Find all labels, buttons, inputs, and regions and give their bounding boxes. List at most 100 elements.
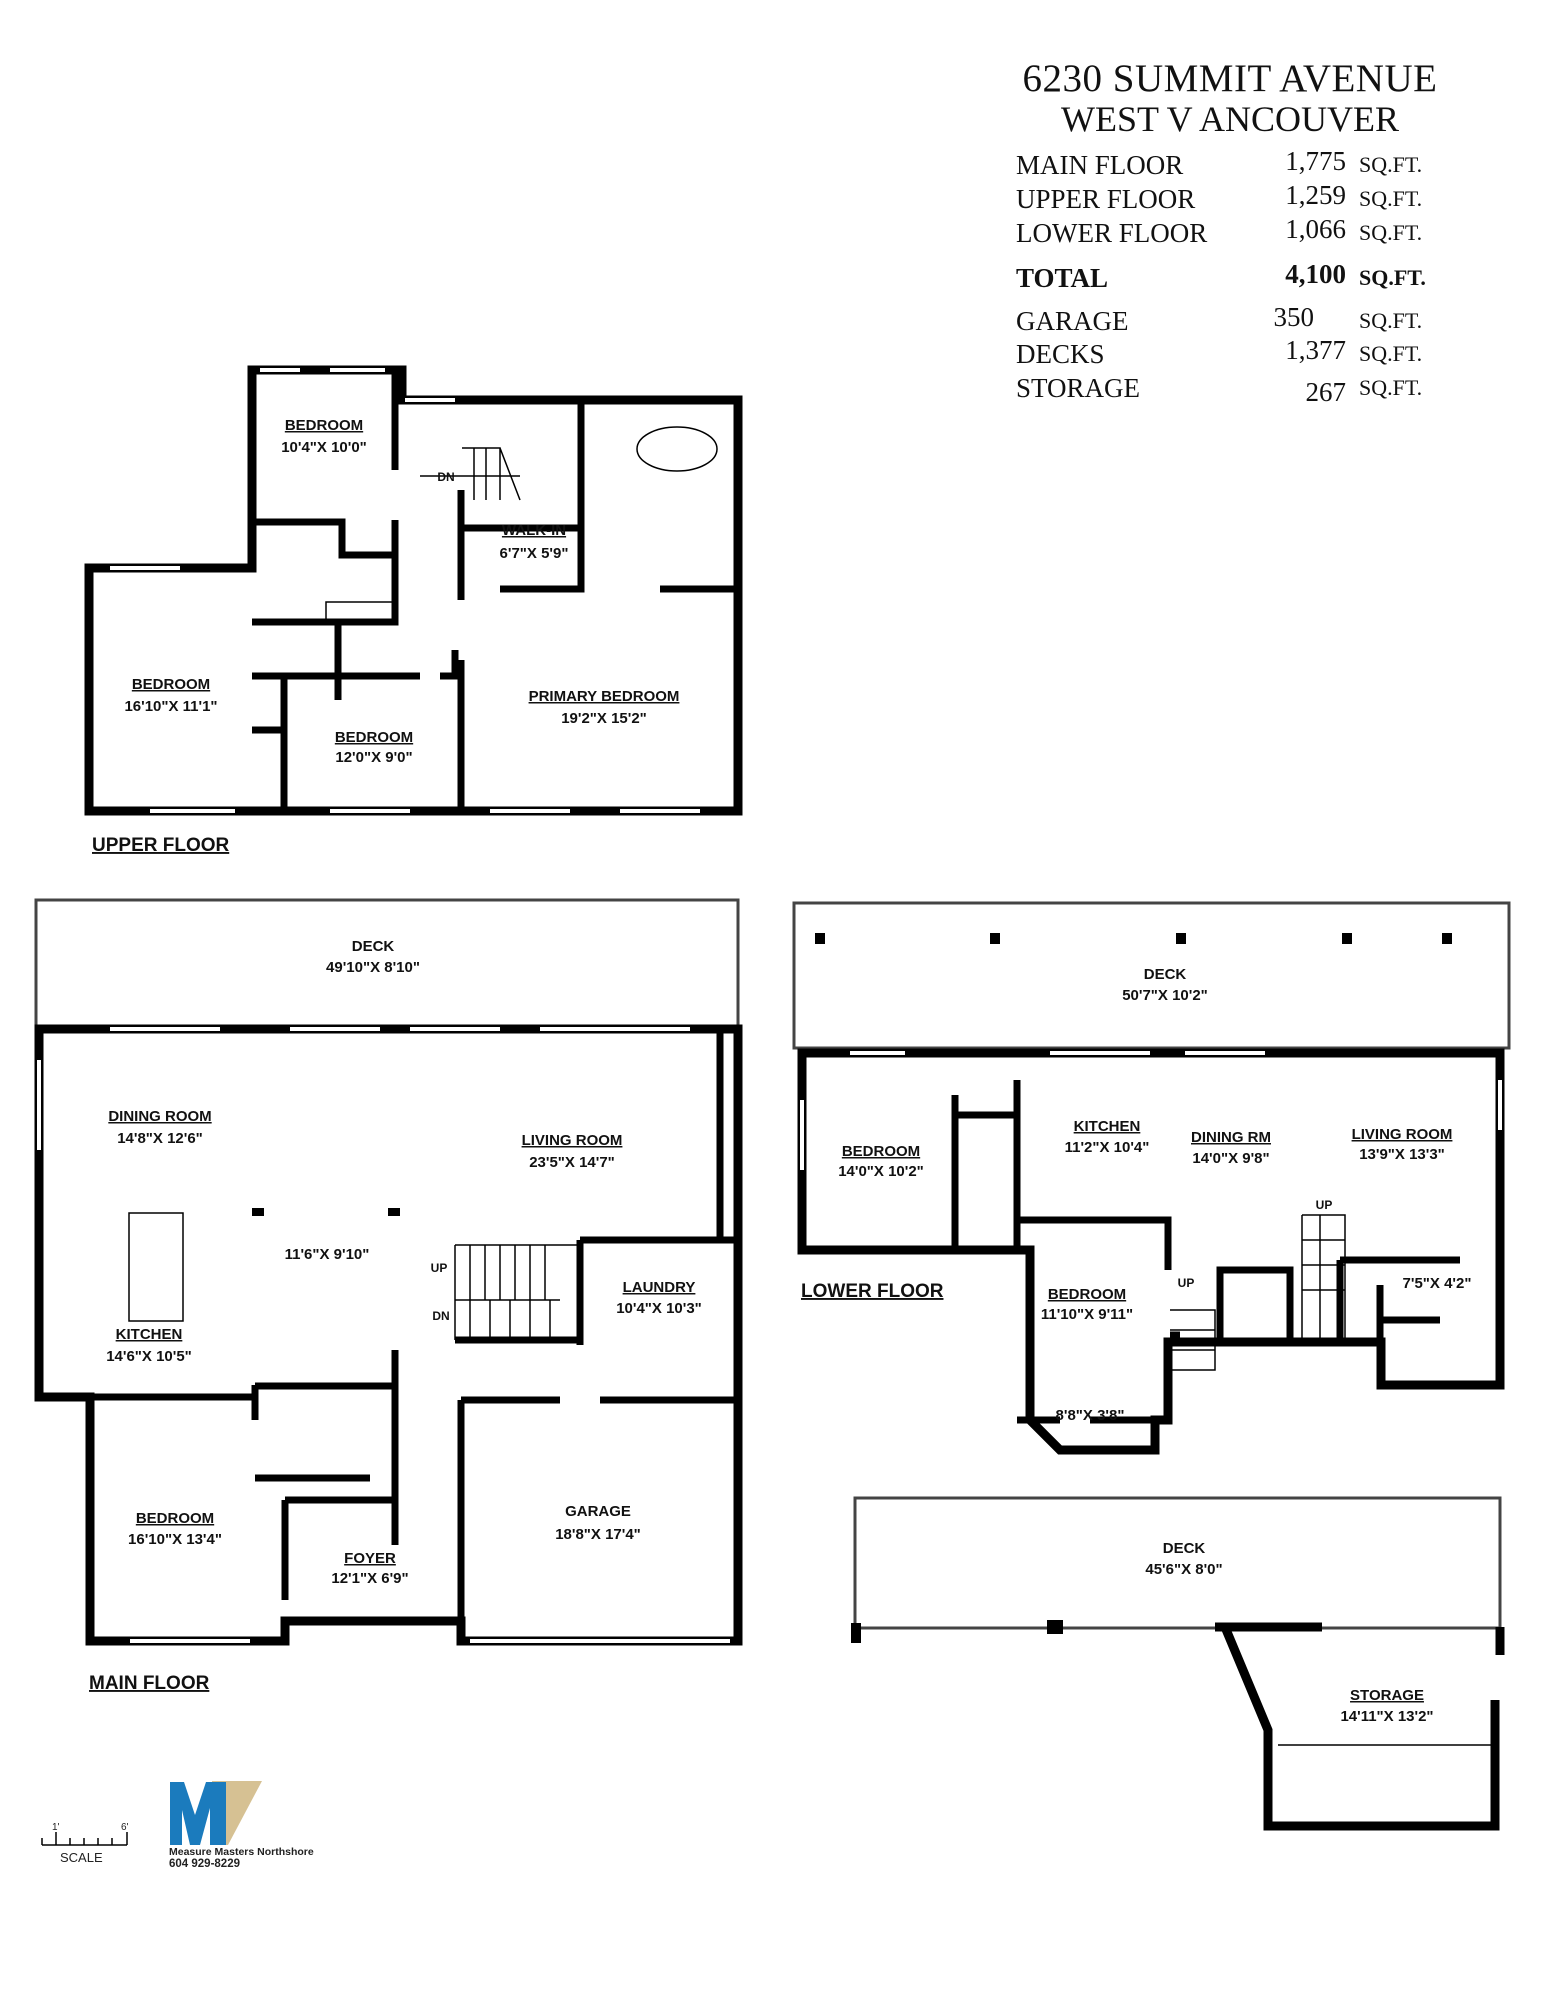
area-unit: SQ.FT. (1359, 341, 1423, 366)
room-name: BEDROOM (1048, 1286, 1126, 1303)
room-dims: 11'6"X 9'10" (285, 1246, 370, 1263)
deck-post (1047, 1620, 1063, 1634)
room-name: WALK-IN (502, 522, 566, 539)
room-name: GARAGE (565, 1503, 631, 1520)
room-dims: 16'10"X 13'4" (128, 1531, 222, 1548)
area-value: 267 (1305, 377, 1347, 407)
deck-post (1442, 933, 1452, 944)
deck-post (1176, 933, 1186, 944)
lower-stairs (1170, 1214, 1346, 1371)
room-dims: 12'1"X 6'9" (331, 1570, 408, 1587)
logo-phone: 604 929-8229 (169, 1858, 240, 1870)
room-dims: 11'2"X 10'4" (1065, 1139, 1150, 1156)
room-name: STORAGE (1350, 1687, 1424, 1704)
room-dims: 8'8"X 3'8" (1056, 1407, 1125, 1424)
area-value: 1,775 (1285, 146, 1346, 176)
room-name: FOYER (344, 1550, 396, 1567)
main-floor-plan: DECK 49'10"X 8'10" DINING ROOM 14'8"X 12… (34, 898, 743, 1694)
room-dims: 16'10"X 11'1" (124, 698, 217, 715)
area-value: 4,100 (1285, 259, 1346, 289)
logo-company: Measure Masters Northshore (169, 1846, 314, 1858)
measure-masters-logo: Measure Masters Northshore 604 929-8229 (169, 1781, 314, 1870)
room-dims: 12'0"X 9'0" (335, 749, 412, 766)
lower-deck-2 (853, 1496, 1502, 1630)
room-name: KITCHEN (1074, 1118, 1141, 1135)
area-row-main: MAIN FLOOR 1,775 SQ.FT. (1016, 146, 1426, 184)
area-label: STORAGE (1016, 373, 1141, 403)
scale-label: SCALE (60, 1850, 103, 1865)
room-name: DECK (1144, 966, 1187, 983)
stair-down-label: DN (437, 470, 454, 484)
room-dims: 14'0"X 10'2" (838, 1163, 924, 1180)
room-name: LIVING ROOM (522, 1132, 623, 1149)
room-dims: 14'0"X 9'8" (1192, 1150, 1269, 1167)
lower-floor-label: LOWER FLOOR (801, 1281, 944, 1302)
area-unit: SQ.FT. (1359, 186, 1423, 211)
room-dims: 6'7"X 5'9" (500, 545, 569, 562)
area-label: TOTAL (1016, 263, 1109, 293)
column (388, 1208, 400, 1216)
upper-exterior-wall (84, 365, 743, 816)
stair-down-label: DN (432, 1309, 449, 1323)
room-name: DINING RM (1191, 1129, 1271, 1146)
upper-interior-walls (252, 370, 738, 811)
room-name: BEDROOM (132, 676, 210, 693)
lower-floor-plan: DECK 50'7"X 10'2" BEDROOM 14'0"X 10'2" K… (792, 901, 1511, 1831)
room-dims: 50'7"X 10'2" (1122, 987, 1208, 1004)
stair-up-label: UP (1178, 1276, 1195, 1290)
stair-up-label: UP (1316, 1198, 1333, 1212)
area-value: 1,259 (1285, 180, 1346, 210)
lower-interior-walls (951, 1080, 1460, 1424)
area-label: UPPER FLOOR (1016, 184, 1196, 214)
room-dims: 10'4"X 10'3" (616, 1300, 702, 1317)
stair-up-label: UP (431, 1261, 448, 1275)
upper-stairs (420, 447, 521, 501)
scale-ruler (41, 1832, 128, 1846)
room-name: KITCHEN (116, 1326, 183, 1343)
room-name: BEDROOM (335, 729, 413, 746)
deck-post (1342, 933, 1352, 944)
area-label: LOWER FLOOR (1016, 218, 1208, 248)
main-stairs (454, 1244, 580, 1340)
area-label: GARAGE (1016, 306, 1129, 336)
area-label: DECKS (1016, 339, 1105, 369)
room-dims: 11'10"X 9'11" (1041, 1306, 1133, 1323)
area-unit: SQ.FT. (1359, 375, 1423, 400)
deck-post (851, 1623, 861, 1643)
tub (325, 601, 395, 623)
scale-bar: 1' 6' SCALE (41, 1822, 129, 1865)
area-value: 1,066 (1285, 214, 1346, 244)
area-unit: SQ.FT. (1359, 308, 1423, 333)
area-label: MAIN FLOOR (1016, 150, 1184, 180)
column (252, 1208, 264, 1216)
bathtub (636, 426, 718, 472)
kitchen-island (128, 1212, 184, 1322)
upper-floor-label: UPPER FLOOR (92, 835, 230, 856)
room-dims: 19'2"X 15'2" (561, 710, 647, 727)
room-dims: 10'4"X 10'0" (281, 439, 367, 456)
room-dims: 45'6"X 8'0" (1145, 1561, 1222, 1578)
room-dims: 18'8"X 17'4" (555, 1526, 641, 1543)
area-row-storage: STORAGE 267 SQ.FT. (1016, 373, 1426, 407)
area-unit: SQ.FT. (1359, 265, 1426, 290)
scale-start: 1' (52, 1822, 60, 1833)
deck-post (990, 933, 1000, 944)
logo-m-shape (170, 1782, 226, 1845)
area-value: 350 (1273, 302, 1315, 332)
room-name: PRIMARY BEDROOM (529, 688, 680, 705)
room-dims: 23'5"X 14'7" (529, 1154, 615, 1171)
room-dims: 13'9"X 13'3" (1359, 1146, 1445, 1163)
area-row-upper: UPPER FLOOR 1,259 SQ.FT. (1016, 180, 1426, 218)
room-name: BEDROOM (136, 1510, 214, 1527)
room-name: DECK (352, 938, 395, 955)
lower-deck (792, 901, 1511, 1050)
room-name: BEDROOM (842, 1143, 920, 1160)
room-name: LAUNDRY (623, 1279, 696, 1296)
room-dims: 14'11"X 13'2" (1340, 1708, 1433, 1725)
room-name: LIVING ROOM (1352, 1126, 1453, 1143)
deck-post (815, 933, 825, 944)
area-unit: SQ.FT. (1359, 152, 1423, 177)
